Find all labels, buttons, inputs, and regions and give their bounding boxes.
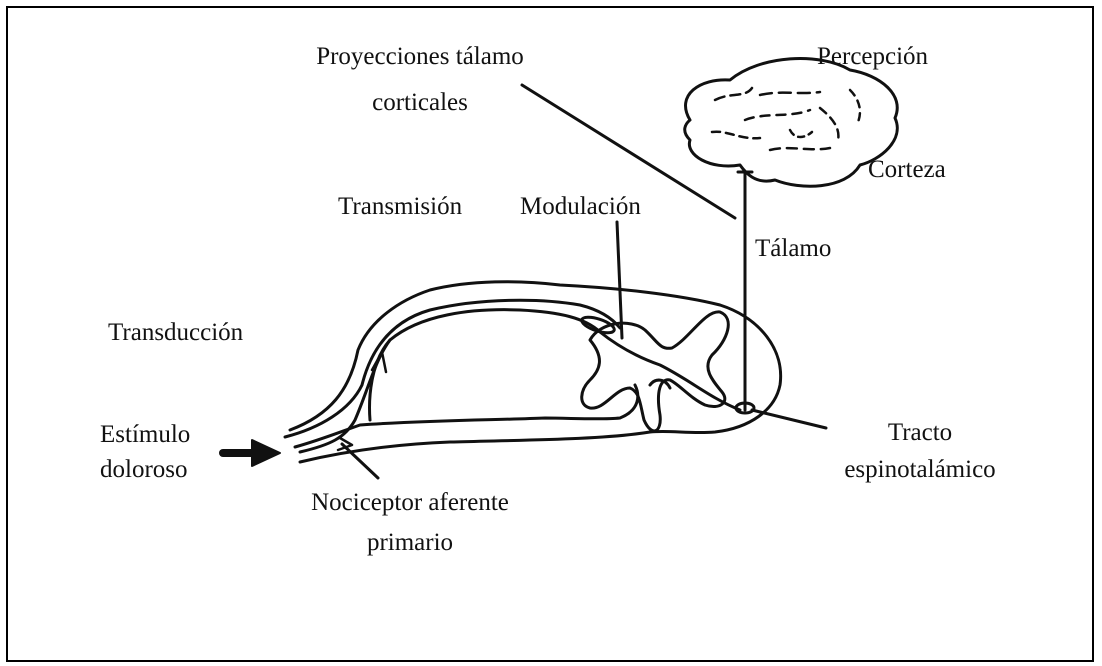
- tract-label-line1: Tracto: [800, 418, 1040, 448]
- modulation-label: Modulación: [520, 192, 641, 222]
- grey-matter: [582, 312, 729, 431]
- nociceptor-label-line2: primario: [270, 528, 550, 558]
- thalamus-label: Tálamo: [755, 234, 831, 264]
- spinal-cord-outline: [290, 282, 781, 462]
- transmission-label: Transmisión: [338, 192, 462, 222]
- cortex-label: Corteza: [868, 155, 946, 185]
- nociceptor-label-line1: Nociceptor aferente: [270, 488, 550, 518]
- stimulus-label-line2: doloroso: [100, 455, 188, 485]
- modulation-pointer: [617, 222, 622, 338]
- brain-illustration: [685, 59, 898, 187]
- stimulus-arrow-icon: [223, 440, 280, 466]
- tract-label-line2: espinotalámico: [800, 455, 1040, 485]
- perception-label: Percepción: [817, 42, 928, 72]
- afferent-fiber-upper: [285, 300, 620, 437]
- stimulus-label-line1: Estímulo: [100, 420, 190, 450]
- projections-label-line2: corticales: [285, 88, 555, 118]
- transduction-label: Transducción: [108, 318, 243, 348]
- projections-label-line1: Proyecciones tálamo: [285, 42, 555, 72]
